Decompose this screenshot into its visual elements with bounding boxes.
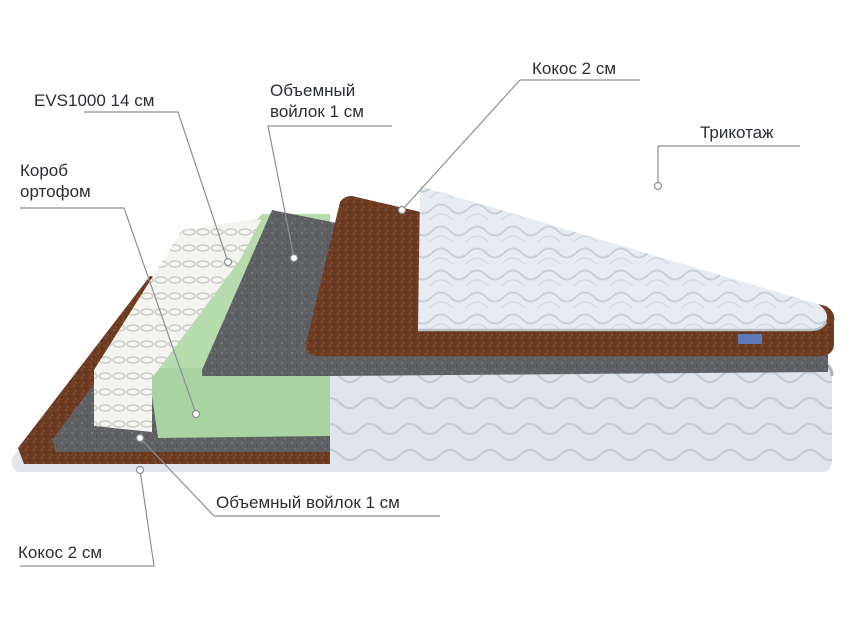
label-box-line2: ортофом — [20, 182, 91, 201]
label-knit: Трикотаж — [700, 123, 774, 142]
knitted-top-cover — [418, 186, 827, 330]
leader-dots — [135, 181, 663, 475]
label-coconut-bottom: Кокос 2 см — [18, 543, 103, 562]
label-felt-bottom: Объемный войлок 1 см — [216, 493, 400, 512]
knitted-top-cover-edge — [418, 321, 828, 332]
spring-block — [94, 218, 262, 432]
orthofoam-box — [148, 368, 330, 438]
label-coconut-top: Кокос 2 см — [532, 59, 617, 78]
label-felt-top-line1: Объемный — [270, 81, 356, 100]
brand-tag — [738, 334, 762, 344]
label-box-line1: Короб — [20, 161, 69, 180]
leader-lines — [20, 79, 800, 567]
label-felt-top-line2: войлок 1 см — [270, 102, 364, 121]
label-felt-top: Объемный войлок 1 см — [270, 80, 364, 122]
label-evs1000: EVS1000 14 см — [34, 91, 155, 110]
cover-side-panel — [330, 364, 832, 472]
label-orthofoam-box: Короб ортофом — [20, 160, 91, 202]
